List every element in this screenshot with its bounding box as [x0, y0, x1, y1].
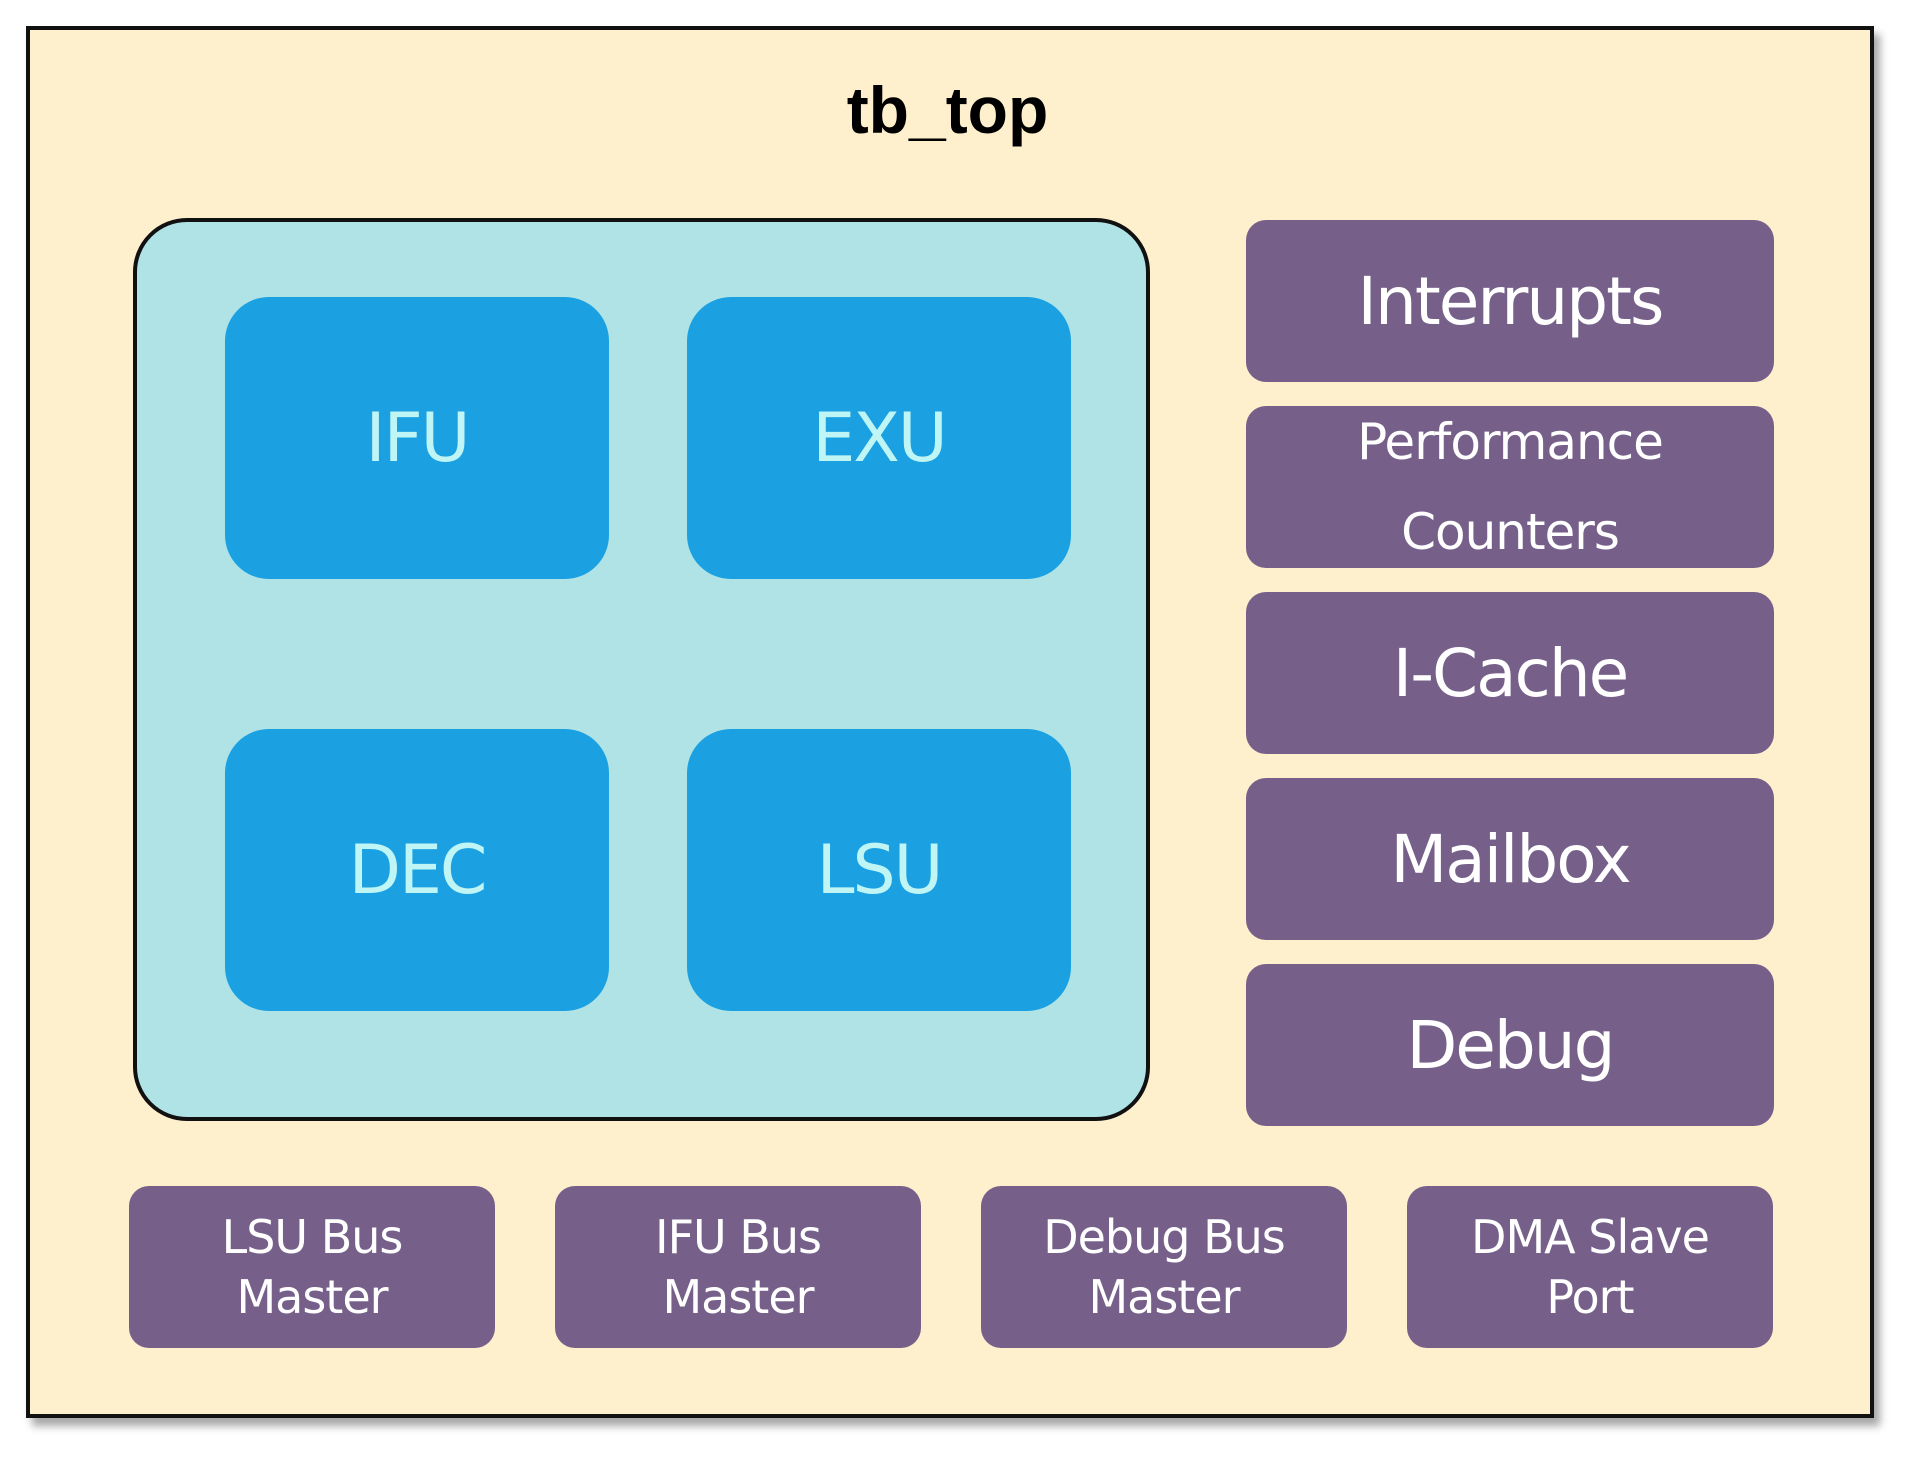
block-dma-slave-port-label: DMA Slave Port: [1471, 1210, 1710, 1324]
block-performance-counters-label: Performance Counters: [1357, 413, 1664, 561]
block-ifu-bus-master: IFU Bus Master: [555, 1186, 921, 1348]
block-ifu-bus-master-label: IFU Bus Master: [655, 1210, 822, 1324]
block-lsu-bus-master-label: LSU Bus Master: [221, 1210, 404, 1324]
block-mailbox-label: Mailbox: [1390, 820, 1631, 898]
block-lsu-bus-master: LSU Bus Master: [129, 1186, 495, 1348]
block-debug-label: Debug: [1406, 1006, 1615, 1084]
block-debug: Debug: [1246, 964, 1774, 1126]
unit-lsu-label: LSU: [816, 830, 944, 910]
block-mailbox: Mailbox: [1246, 778, 1774, 940]
block-debug-bus-master-label: Debug Bus Master: [1043, 1210, 1286, 1324]
block-debug-bus-master: Debug Bus Master: [981, 1186, 1347, 1348]
unit-ifu-label: IFU: [365, 398, 471, 478]
block-i-cache-label: I-Cache: [1392, 634, 1630, 712]
unit-lsu: LSU: [687, 729, 1071, 1011]
block-dma-slave-port: DMA Slave Port: [1407, 1186, 1773, 1348]
block-i-cache: I-Cache: [1246, 592, 1774, 754]
unit-exu: EXU: [687, 297, 1071, 579]
block-interrupts: Interrupts: [1246, 220, 1774, 382]
block-interrupts-label: Interrupts: [1357, 262, 1665, 340]
unit-exu-label: EXU: [812, 398, 947, 478]
unit-dec-label: DEC: [348, 830, 488, 910]
diagram-title: tb_top: [846, 73, 1049, 147]
block-performance-counters: Performance Counters: [1246, 406, 1774, 568]
unit-ifu: IFU: [225, 297, 609, 579]
unit-dec: DEC: [225, 729, 609, 1011]
